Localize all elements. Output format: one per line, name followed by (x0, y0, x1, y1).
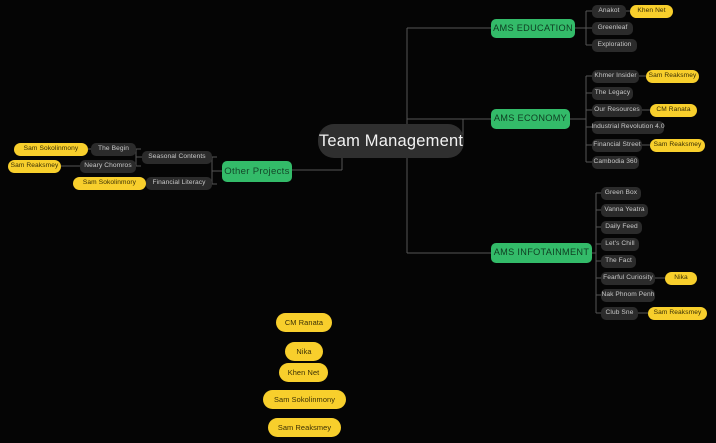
person-sam-reaksmey[interactable]: Sam Reaksmey (646, 70, 699, 83)
topic-label: Financial Street (593, 141, 641, 149)
topic-khmer-insider[interactable]: Khmer Insider (592, 70, 639, 83)
topic-label: Khmer Insider (594, 72, 637, 80)
category-label: AMS EDUCATION (493, 22, 573, 33)
topic-club-sne[interactable]: Club Sne (601, 307, 638, 320)
legend-person-sam-reaksmey[interactable]: Sam Reaksmey (268, 418, 341, 437)
person-sam-reaksmey[interactable]: Sam Reaksmey (8, 160, 61, 173)
topic-label: Daily Feed (605, 223, 638, 231)
topic-label: Our Resources (594, 106, 640, 114)
topic-label: Industrial Revolution 4.0 (591, 123, 665, 131)
person-nika[interactable]: Nika (665, 272, 697, 285)
topic-lets-chill[interactable]: Let's Chill (601, 238, 639, 251)
topic-seasonal-contents[interactable]: Seasonal Contents (142, 151, 212, 164)
person-label: Sam Sokolinmony (273, 394, 336, 404)
topic-green-box[interactable]: Green Box (601, 187, 641, 200)
topic-label: Seasonal Contents (148, 153, 206, 161)
category-label: Other Projects (224, 165, 290, 177)
person-label: Sam Reaksmey (653, 309, 702, 317)
person-label: Sam Reaksmey (277, 422, 332, 432)
legend-person-nika[interactable]: Nika (285, 342, 323, 361)
topic-label: Vanna Yeatra (604, 206, 645, 214)
category-label: AMS INFOTAINMENT (493, 247, 590, 258)
legend-person-khen-net[interactable]: Khen Net (279, 363, 328, 382)
topic-cambodia-360[interactable]: Cambodia 360 (592, 156, 639, 169)
topic-label: Anakot (598, 7, 620, 15)
topic-label: Greenleaf (597, 24, 628, 32)
person-label: Nika (674, 274, 688, 282)
person-label: Sam Sokolinmory (82, 179, 137, 187)
category-ams-infotainment[interactable]: AMS INFOTAINMENT (491, 243, 592, 263)
topic-exploration[interactable]: Exploration (592, 39, 637, 52)
category-ams-education[interactable]: AMS EDUCATION (491, 19, 575, 38)
topic-neary-chomros[interactable]: Neary Chomros (80, 160, 136, 173)
topic-label: Nak Phnom Penh (601, 291, 655, 299)
person-label: Khen Net (637, 7, 666, 15)
category-label: AMS ECONOMY (493, 113, 568, 124)
topic-label: Financial Literacy (152, 179, 206, 187)
topic-anakot[interactable]: Anakot (592, 5, 626, 18)
root-label: Team Management (318, 131, 464, 150)
category-ams-economy[interactable]: AMS ECONOMY (491, 109, 570, 129)
person-khen-net[interactable]: Khen Net (630, 5, 673, 18)
topic-the-legacy[interactable]: The Legacy (592, 87, 633, 100)
topic-label: The Legacy (594, 89, 631, 97)
topic-our-resources[interactable]: Our Resources (592, 104, 642, 117)
person-sam-sokolinmory[interactable]: Sam Sokolinmory (73, 177, 146, 190)
root-node[interactable]: Team Management (318, 124, 464, 158)
topic-label: Green Box (604, 189, 638, 197)
topic-label: Neary Chomros (84, 162, 132, 170)
topic-greenleaf[interactable]: Greenleaf (592, 22, 633, 35)
topic-vanna-yeatra[interactable]: Vanna Yeatra (601, 204, 648, 217)
person-label: Khen Net (287, 367, 320, 377)
person-label: Sam Reaksmey (10, 162, 59, 170)
topic-daily-feed[interactable]: Daily Feed (601, 221, 642, 234)
topic-label: Cambodia 360 (593, 158, 638, 166)
person-sam-reaksmey[interactable]: Sam Reaksmey (650, 139, 705, 152)
category-other-projects[interactable]: Other Projects (222, 161, 292, 182)
person-label: CM Ranata (284, 317, 324, 327)
person-label: CM Ranata (656, 106, 691, 114)
person-label: Nika (296, 346, 312, 356)
topic-label: Exploration (597, 41, 632, 49)
legend-person-cm-ranata[interactable]: CM Ranata (276, 313, 332, 332)
topic-label: Club Sne (605, 309, 634, 317)
legend-person-sam-sokolinmony[interactable]: Sam Sokolinmony (263, 390, 346, 409)
topic-industrial-revolution-40[interactable]: Industrial Revolution 4.0 (591, 121, 665, 134)
topic-label: The Begin (98, 145, 129, 153)
topic-label: Let's Chill (605, 240, 635, 248)
person-label: Sam Sokolinmony (23, 145, 79, 153)
person-sam-sokolinmony[interactable]: Sam Sokolinmony (14, 143, 88, 156)
topic-the-begin[interactable]: The Begin (91, 143, 136, 156)
topic-fearful-curiosity[interactable]: Fearful Curiosity (601, 272, 655, 285)
person-label: Sam Reaksmey (648, 72, 697, 80)
topic-the-fact[interactable]: The Fact (601, 255, 636, 268)
person-cm-ranata[interactable]: CM Ranata (650, 104, 697, 117)
topic-label: The Fact (605, 257, 632, 265)
person-label: Sam Reaksmey (653, 141, 702, 149)
topic-nak-phnom-penh[interactable]: Nak Phnom Penh (601, 289, 655, 302)
topic-financial-literacy[interactable]: Financial Literacy (146, 177, 212, 190)
topic-label: Fearful Curiosity (603, 274, 653, 282)
person-sam-reaksmey[interactable]: Sam Reaksmey (648, 307, 707, 320)
topic-financial-street[interactable]: Financial Street (592, 139, 642, 152)
